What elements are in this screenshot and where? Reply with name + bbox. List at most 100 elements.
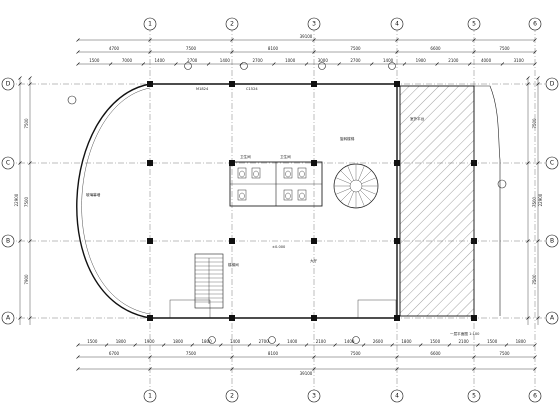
column-axis-label: 1 xyxy=(148,21,152,28)
dimension-value: 1500 xyxy=(89,58,100,63)
dimension-value: 2100 xyxy=(316,339,327,344)
right-total-dim: 22900 xyxy=(538,193,543,206)
dimension-value: 7900 xyxy=(24,274,29,285)
dimension-value: 1900 xyxy=(144,339,155,344)
restroom-label-2: 卫生间 xyxy=(280,154,291,159)
dimension-value: 6700 xyxy=(109,351,120,356)
dimension-value: 7500 xyxy=(24,196,29,207)
dimension-value: 2700 xyxy=(187,58,198,63)
top-total-dim: 39100 xyxy=(300,34,313,39)
row-axis-label: A xyxy=(550,315,555,322)
dimension-value: 8100 xyxy=(268,46,279,51)
spiral-staircase: 旋转楼梯 xyxy=(333,136,379,209)
column-axis-label: 5 xyxy=(472,21,476,28)
column-axis-label: 3 xyxy=(312,21,316,28)
dimension-value: 2700 xyxy=(350,58,361,63)
dimension-value: 1500 xyxy=(487,339,498,344)
row-axis-label: B xyxy=(6,238,10,245)
dimension-value: 1400 xyxy=(344,339,355,344)
detail-marker-icon xyxy=(208,336,216,344)
dimension-value: 1400 xyxy=(383,58,394,63)
dimension-value: 1900 xyxy=(416,58,427,63)
dimension-value: 7500 xyxy=(499,351,510,356)
row-axis-label: C xyxy=(6,160,10,167)
elevation-mark: ±0.000 xyxy=(272,245,286,249)
detail-marker-icon xyxy=(318,62,326,70)
dimension-value: 6600 xyxy=(430,46,441,51)
building-walls xyxy=(76,83,398,319)
dimension-value: 1500 xyxy=(87,339,98,344)
row-axis-label: D xyxy=(550,81,555,88)
curved-facade xyxy=(76,83,151,319)
dimension-value: 1400 xyxy=(287,339,298,344)
dimension-value: 7500 xyxy=(24,118,29,129)
terrace-label: 室外平台 xyxy=(410,116,425,121)
detail-marker-icon xyxy=(497,179,507,189)
dimension-value: 1800 xyxy=(201,339,212,344)
dimension-value: 7500 xyxy=(499,46,510,51)
column-axis-label: 1 xyxy=(148,393,152,400)
left-total-dim: 22900 xyxy=(14,193,19,206)
dimension-value: 7500 xyxy=(532,118,537,129)
row-axis-label: B xyxy=(550,238,554,245)
detail-marker-icon xyxy=(184,62,192,70)
bottom-total-dim: 39100 xyxy=(300,371,313,376)
dimension-value: 7500 xyxy=(186,46,197,51)
detail-marker-icon xyxy=(388,62,396,70)
column-axis-label: 6 xyxy=(533,393,537,400)
column-axis-label: 4 xyxy=(395,21,399,28)
column-axis-label: 2 xyxy=(230,393,234,400)
restroom-label: 卫生间 xyxy=(240,154,251,159)
dimension-value: 7500 xyxy=(350,46,361,51)
dimension-value: 3000 xyxy=(318,58,329,63)
right-dimension-chains: 22900 7500 7500 7500 xyxy=(526,76,543,325)
row-axis-label: A xyxy=(6,315,11,322)
detail-marker-icon xyxy=(240,62,248,70)
window-tag: C1524 xyxy=(246,87,258,91)
stair-label: 楼梯间 xyxy=(228,262,239,267)
dimension-value: 1800 xyxy=(401,339,412,344)
dimension-value: 7500 xyxy=(532,274,537,285)
dimension-value: 2100 xyxy=(448,58,459,63)
dimension-value: 2100 xyxy=(459,339,470,344)
detail-marker-icon xyxy=(352,336,360,344)
dimension-value: 7500 xyxy=(350,351,361,356)
column-axis-label: 3 xyxy=(312,393,316,400)
straight-staircase: 楼梯间 xyxy=(194,253,239,309)
dimension-value: 1500 xyxy=(430,339,441,344)
dimension-value: 2700 xyxy=(259,339,270,344)
dimension-value: 4700 xyxy=(109,46,120,51)
row-axis-label: D xyxy=(6,81,11,88)
dimension-value: 3100 xyxy=(514,58,525,63)
hall-label: 大厅 xyxy=(310,258,318,263)
dimension-value: 4000 xyxy=(481,58,492,63)
dimension-value: 1000 xyxy=(285,58,296,63)
dimension-value: 7500 xyxy=(532,196,537,207)
detail-marker-icon xyxy=(268,336,276,344)
spiral-label: 旋转楼梯 xyxy=(340,136,355,141)
left-dimension-chains: 22900 7500 7500 7900 xyxy=(14,76,32,325)
dimension-value: 2600 xyxy=(373,339,384,344)
column-axis-label: 5 xyxy=(472,393,476,400)
door-tag: M1824 xyxy=(196,87,209,91)
dimension-value: 1800 xyxy=(516,339,527,344)
dimension-value: 1400 xyxy=(220,58,231,63)
curtain-wall-note: 玻璃幕墙 xyxy=(86,192,101,197)
detail-markers xyxy=(67,62,507,344)
column-axis-label: 6 xyxy=(533,21,537,28)
hatched-terrace: 室外平台 xyxy=(399,85,501,317)
dimension-value: 8100 xyxy=(268,351,279,356)
room-labels: 大厅 卫生间 卫生间 ±0.000 玻璃幕墙 M1824 C1524 一层平面图… xyxy=(86,87,480,336)
dimension-value: 1800 xyxy=(173,339,184,344)
detail-marker-icon xyxy=(67,95,77,105)
row-axis-label: C xyxy=(550,160,554,167)
dimension-value: 6600 xyxy=(430,351,441,356)
column-axis-label: 4 xyxy=(395,393,399,400)
dimension-value: 2700 xyxy=(252,58,263,63)
dimension-value: 1800 xyxy=(116,339,127,344)
dimension-value: 1400 xyxy=(155,58,166,63)
